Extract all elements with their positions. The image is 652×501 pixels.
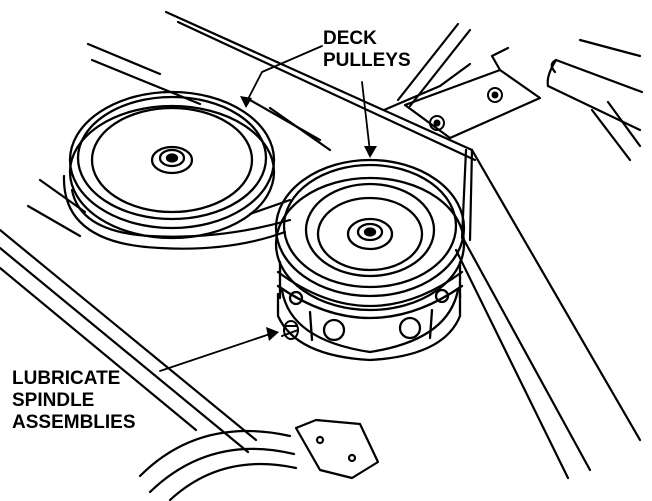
lower-rails bbox=[0, 228, 258, 454]
arrow-icon bbox=[240, 96, 252, 108]
deck-pulleys-leader bbox=[245, 45, 371, 153]
lubricate-line-2: SPINDLE bbox=[12, 390, 95, 411]
deck-pulleys-line-1: DECK bbox=[323, 28, 377, 49]
mounting-bracket bbox=[382, 22, 542, 140]
lubricate-line-3: ASSEMBLIES bbox=[12, 412, 136, 433]
deck-pulleys-line-2: PULLEYS bbox=[323, 50, 411, 71]
lubricate-line-1: LUBRICATE bbox=[12, 368, 121, 389]
bracket-bolt-icon bbox=[487, 87, 503, 103]
arrow-icon bbox=[364, 146, 377, 158]
spindle-housing bbox=[276, 288, 462, 362]
deck-pulleys-label: DECK PULLEYS bbox=[323, 28, 411, 72]
grease-fitting-icon bbox=[281, 320, 299, 340]
arrow-icon bbox=[266, 327, 279, 341]
lower-bracket bbox=[294, 418, 380, 480]
left-deck-pulley bbox=[68, 90, 276, 240]
bottom-pulley bbox=[138, 430, 298, 501]
handle-rod bbox=[546, 38, 644, 162]
lubricate-spindle-label: LUBRICATE SPINDLE ASSEMBLIES bbox=[12, 368, 136, 434]
bracket-bolt-icon bbox=[429, 115, 445, 131]
deck-frame bbox=[26, 10, 642, 480]
lubricate-leader bbox=[159, 333, 271, 372]
right-deck-pulley bbox=[274, 158, 466, 320]
